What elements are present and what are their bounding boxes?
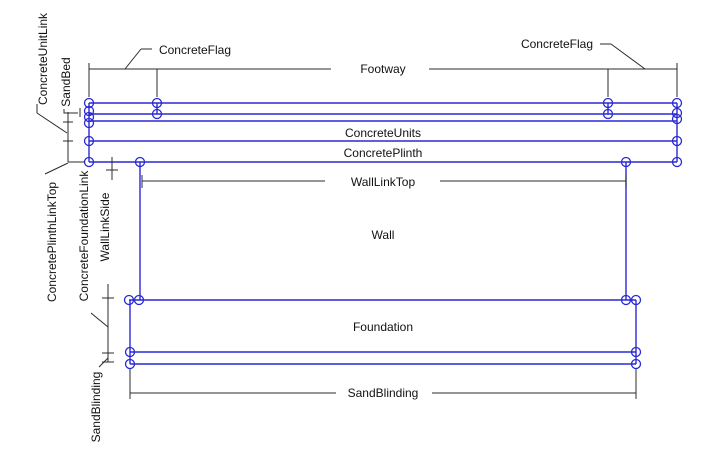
concrete-flag-label-right: ConcreteFlag <box>521 37 593 51</box>
link-node <box>671 156 683 168</box>
sand-bed-label: SandBed <box>59 57 73 106</box>
structure-lines <box>88 102 678 365</box>
concrete-plinth-label: ConcretePlinth <box>344 146 423 160</box>
link-node <box>620 294 632 306</box>
link-node <box>151 108 163 120</box>
link-node <box>123 294 135 306</box>
labels: Footway ConcreteFlag ConcreteFlag Concre… <box>36 12 593 442</box>
link-node <box>134 156 146 168</box>
link-node <box>83 111 95 123</box>
link-node <box>671 135 683 147</box>
wall-link-side-pointer <box>106 157 118 180</box>
link-node <box>124 358 136 370</box>
link-node <box>671 107 683 119</box>
footway-label: Footway <box>360 62 405 76</box>
link-node <box>124 346 136 358</box>
sand-blinding-dimension <box>129 369 637 399</box>
plinth-link-top-leader <box>44 162 69 175</box>
link-node <box>133 294 145 306</box>
wall-label: Wall <box>372 228 395 242</box>
link-node <box>83 117 95 129</box>
link-node <box>671 113 683 125</box>
sand-bed-leader-elbow <box>63 109 78 114</box>
concrete-unit-link-label: ConcreteUnitLink <box>36 12 50 105</box>
link-node <box>602 108 614 120</box>
left-layer-bracket <box>63 112 85 163</box>
foundation-label: Foundation <box>353 320 413 334</box>
sand-bed-leader <box>63 108 81 117</box>
concrete-flag-leaders <box>124 43 646 70</box>
flag-leader-left-diag <box>124 48 142 70</box>
wall-link-top-label: WallLinkTop <box>351 175 416 189</box>
foundation-link-leader <box>90 312 109 328</box>
link-node <box>83 135 95 147</box>
wall-link-side-label: WallLinkSide <box>98 192 112 261</box>
link-node <box>602 97 614 109</box>
wall-link-top-dimension <box>141 175 627 188</box>
link-node <box>630 358 642 370</box>
foundation-bracket <box>90 284 114 368</box>
concrete-foundation-link-label: ConcreteFoundationLink <box>77 170 91 302</box>
footway-dimension <box>88 63 678 97</box>
concrete-flag-label-left: ConcreteFlag <box>159 43 231 57</box>
link-node <box>151 97 163 109</box>
concrete-plinth-link-top-label: ConcretePlinthLinkTop <box>45 182 59 302</box>
link-node <box>83 97 95 109</box>
concrete-unit-link-leader <box>36 104 68 134</box>
link-node <box>630 346 642 358</box>
sand-blinding-label-bottom: SandBlinding <box>348 386 419 400</box>
link-node <box>620 156 632 168</box>
concrete-units-label: ConcreteUnits <box>345 126 421 140</box>
unit-link-leader-diag <box>36 112 68 134</box>
sand-blinding-left-leader <box>98 357 109 368</box>
sand-blinding-label-left: SandBlinding <box>89 372 103 443</box>
flag-leader-right-diag <box>610 43 646 70</box>
link-node <box>83 105 95 117</box>
link-node <box>630 294 642 306</box>
link-node <box>671 97 683 109</box>
